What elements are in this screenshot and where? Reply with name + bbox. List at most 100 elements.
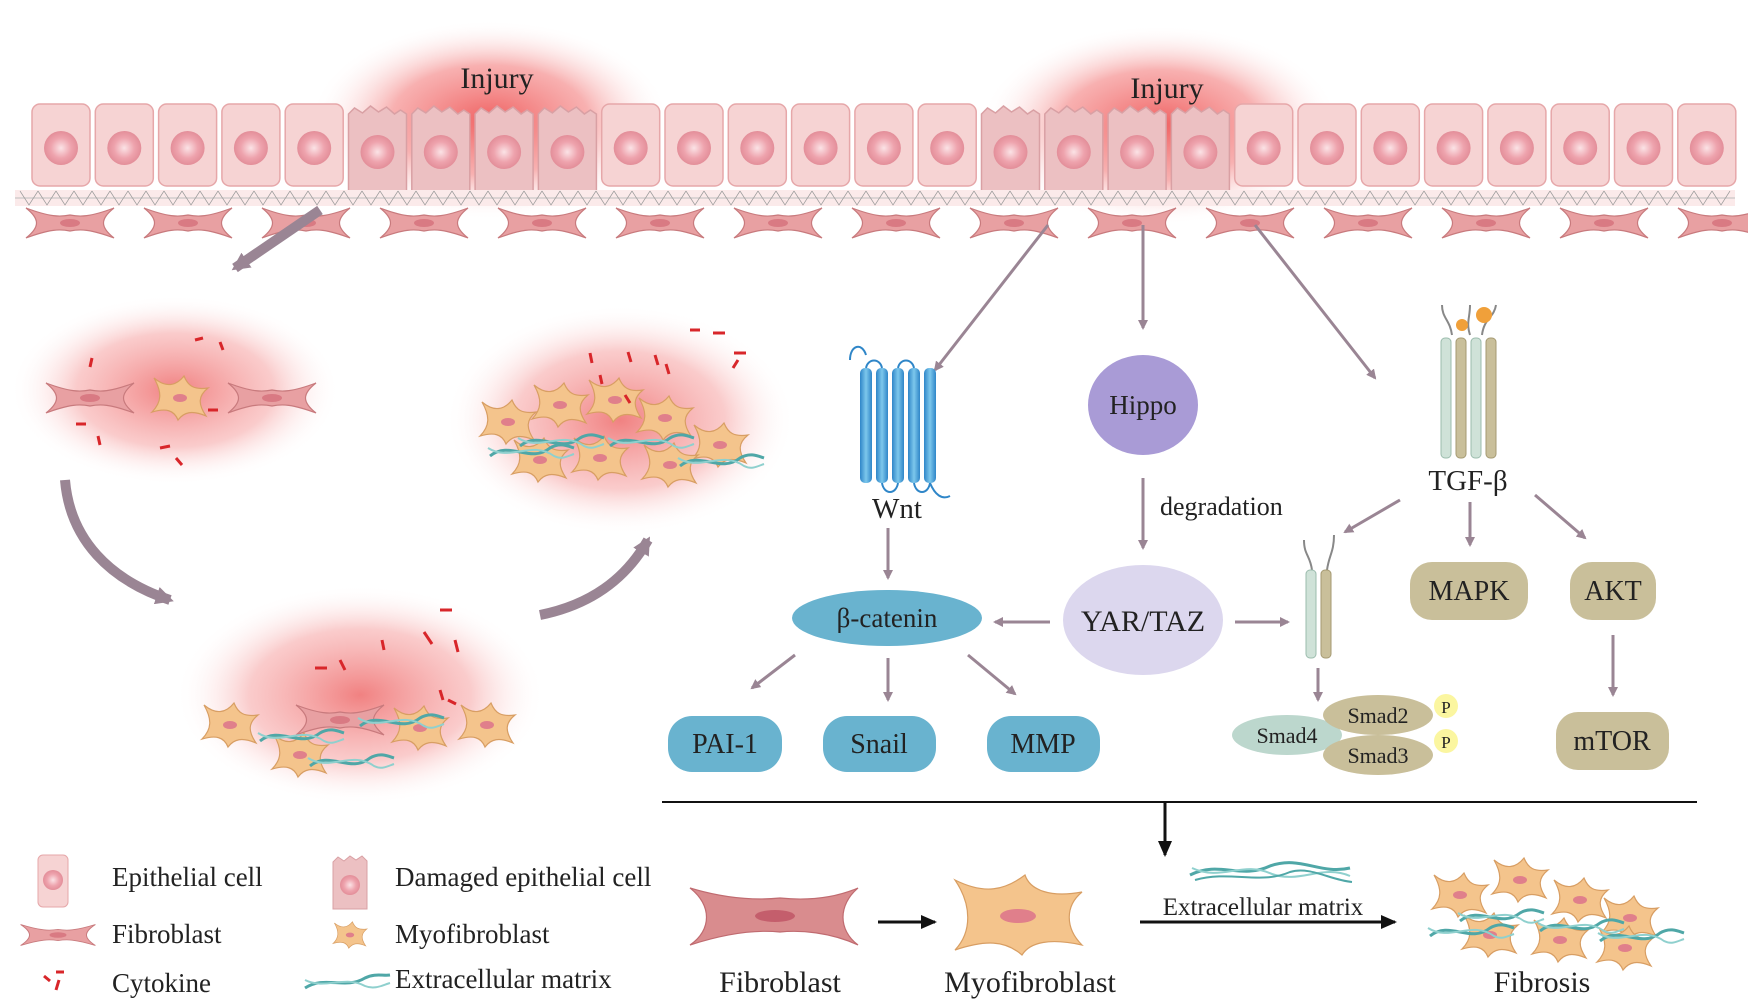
degradation-label: degradation xyxy=(1160,492,1283,521)
epithelial-cell xyxy=(1550,103,1610,187)
cytokine xyxy=(96,435,102,446)
legend-ecm-icon xyxy=(304,973,391,990)
bcatenin-to-pai1-arrow xyxy=(750,653,796,690)
stage2-proliferation xyxy=(175,585,545,805)
epithelial-cell xyxy=(31,103,91,187)
legend-fibroblast-label: Fibroblast xyxy=(112,919,222,949)
cytokines-stage2 xyxy=(315,608,460,706)
mmp-node: MMP xyxy=(987,716,1100,772)
injury-label-left: Injury xyxy=(460,62,533,95)
fibroblast xyxy=(851,207,941,239)
injury-to-wnt-arrow xyxy=(933,224,1050,372)
epithelial-cell xyxy=(157,103,218,187)
beta-catenin-label: β-catenin xyxy=(837,603,938,633)
tgf-receptor-icon xyxy=(1440,304,1497,459)
akt-label: AKT xyxy=(1584,576,1642,607)
phospho-label-2: P xyxy=(1441,733,1450,752)
mmp-label: MMP xyxy=(1010,729,1075,760)
cytokine xyxy=(653,354,660,366)
cytokine xyxy=(588,352,594,364)
phospho-badge-1 xyxy=(1434,694,1458,718)
pai1-node: PAI-1 xyxy=(668,716,782,772)
damaged-epithelial-cell xyxy=(411,105,471,195)
smad-receptor-icon xyxy=(1303,534,1335,659)
legend-myofibroblast-label: Myofibroblast xyxy=(395,919,550,949)
damaged-epithelial-cell xyxy=(980,105,1041,195)
mapk-label: MAPK xyxy=(1429,576,1510,607)
stage1-activation xyxy=(10,295,340,485)
beta-catenin-node: β-catenin xyxy=(792,590,982,646)
epithelial-cell xyxy=(221,103,281,187)
damaged-epithelial-cell xyxy=(1107,105,1167,195)
cytokine xyxy=(338,659,347,671)
tgf-beta-label: TGF-β xyxy=(1428,465,1507,497)
cytokine xyxy=(88,357,94,368)
smad-complex: Smad4 Smad2 Smad3 P P xyxy=(1232,694,1458,775)
legend-epithelial-cell-icon xyxy=(37,854,69,908)
epithelial-cell xyxy=(790,103,851,187)
epithelial-cell xyxy=(727,103,788,187)
damaged-epithelial-cell xyxy=(347,105,408,195)
hippo-label: Hippo xyxy=(1109,390,1177,420)
process-fibroblast-icon xyxy=(689,887,859,946)
legend-fibroblast-icon xyxy=(20,923,96,947)
cycle-arrow-curve-down xyxy=(60,479,174,605)
cytokine xyxy=(194,336,204,342)
akt-node: AKT xyxy=(1570,562,1656,620)
pai1-label: PAI-1 xyxy=(692,729,758,760)
epithelial-cell xyxy=(1297,103,1357,187)
process-myofibroblast-icon xyxy=(953,874,1084,956)
cytokine xyxy=(598,374,604,385)
cytokine xyxy=(626,351,633,363)
hippo-node: Hippo xyxy=(1088,355,1198,455)
cytokines-stage3 xyxy=(588,328,746,404)
epithelial-cell xyxy=(1677,103,1737,187)
phospho-badge-2 xyxy=(1434,729,1458,753)
damaged-epithelial-cell xyxy=(1170,105,1231,195)
cytokine xyxy=(174,457,184,466)
epithelial-cell xyxy=(664,103,724,187)
fibroblast xyxy=(1323,207,1413,239)
smad2-label: Smad2 xyxy=(1347,703,1408,728)
mapk-node: MAPK xyxy=(1410,562,1528,620)
epithelial-cell xyxy=(1487,103,1547,187)
tgf-to-smad-receptor-arrow xyxy=(1343,498,1401,534)
process-fibrosis-icon xyxy=(1426,857,1686,971)
epithelial-layer xyxy=(31,103,1737,195)
cytokine xyxy=(218,341,225,351)
cytokine xyxy=(623,394,632,404)
process-ecm-icon xyxy=(1189,861,1353,883)
epithelial-cell xyxy=(1613,103,1674,187)
smad2-node xyxy=(1323,695,1433,735)
legend-epithelial-cell-label: Epithelial cell xyxy=(112,862,263,892)
cytokine xyxy=(159,444,171,450)
smad3-label: Smad3 xyxy=(1347,743,1408,768)
cytokine xyxy=(447,698,457,706)
fibroblast xyxy=(733,207,823,239)
cytokines-stage1 xyxy=(76,336,225,466)
fibroblast xyxy=(1441,207,1531,239)
epithelial-cell xyxy=(854,103,914,187)
fibroblast xyxy=(615,207,705,239)
process-fibroblast-label: Fibroblast xyxy=(719,966,841,999)
legend-myofibroblast-icon xyxy=(332,921,368,949)
legend: Epithelial cell Damaged epithelial cell … xyxy=(20,854,651,998)
fibroblast xyxy=(1677,207,1748,239)
wnt-label: Wnt xyxy=(872,493,922,525)
legend-damaged-epithelial-cell-label: Damaged epithelial cell xyxy=(395,862,651,892)
yap-taz-label: YAR/TAZ xyxy=(1081,605,1205,638)
yap-taz-node: YAR/TAZ xyxy=(1063,565,1223,675)
mtor-label: mTOR xyxy=(1573,726,1651,757)
fibroblast xyxy=(25,207,115,239)
frizzled-receptor-icon xyxy=(849,345,951,499)
epithelial-cell xyxy=(1233,103,1294,187)
epithelial-cell xyxy=(94,103,155,187)
epithelial-cell xyxy=(1423,103,1484,187)
damaged-epithelial-cell xyxy=(537,105,598,195)
fibroblast xyxy=(969,207,1059,239)
cytokine xyxy=(453,639,460,653)
smad4-label: Smad4 xyxy=(1256,723,1317,748)
epithelial-cell xyxy=(284,103,344,187)
cytokine xyxy=(438,689,445,701)
snail-label: Snail xyxy=(850,729,908,760)
